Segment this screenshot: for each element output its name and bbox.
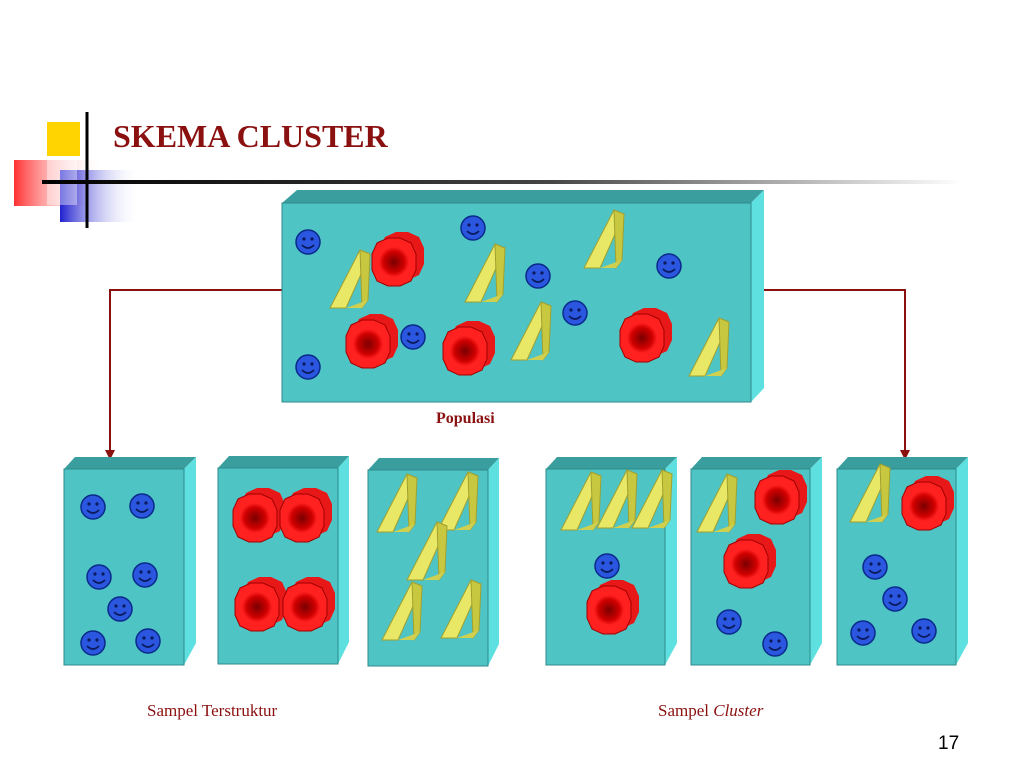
smiley-icon — [86, 564, 112, 590]
stratum-box-octagons — [217, 456, 349, 665]
cluster-label-italic: Cluster — [713, 701, 764, 720]
population-box — [281, 190, 764, 403]
smiley-icon — [295, 229, 321, 255]
smiley-icon — [850, 620, 876, 646]
stratified-sample-label: Sampel Terstruktur — [147, 701, 278, 720]
connector-lines — [105, 289, 910, 460]
stratum-box-smileys — [63, 457, 196, 666]
smiley-icon — [716, 609, 742, 635]
smiley-icon — [882, 586, 908, 612]
population-label: Populasi — [436, 410, 495, 427]
smiley-icon — [132, 562, 158, 588]
cluster-box-1 — [545, 457, 677, 666]
smiley-icon — [80, 494, 106, 520]
smiley-icon — [594, 553, 620, 579]
smiley-icon — [80, 630, 106, 656]
smiley-icon — [135, 628, 161, 654]
smiley-icon — [656, 253, 682, 279]
smiley-icon — [400, 324, 426, 350]
cluster-box-2 — [690, 457, 822, 666]
cluster-box-3 — [836, 457, 968, 666]
smiley-icon — [562, 300, 588, 326]
smiley-icon — [762, 631, 788, 657]
stratum-box-prisms — [367, 458, 499, 667]
smiley-icon — [107, 596, 133, 622]
smiley-icon — [129, 493, 155, 519]
smiley-icon — [525, 263, 551, 289]
title-underline — [42, 180, 962, 184]
page-number: 17 — [938, 733, 960, 754]
smiley-icon — [295, 354, 321, 380]
smiley-icon — [911, 618, 937, 644]
smiley-icon — [460, 215, 486, 241]
cluster-sample-label: Sampel Cluster — [658, 701, 763, 721]
smiley-icon — [862, 554, 888, 580]
cluster-label-prefix: Sampel — [658, 701, 709, 720]
slide-title: SKEMA CLUSTER — [113, 118, 388, 154]
